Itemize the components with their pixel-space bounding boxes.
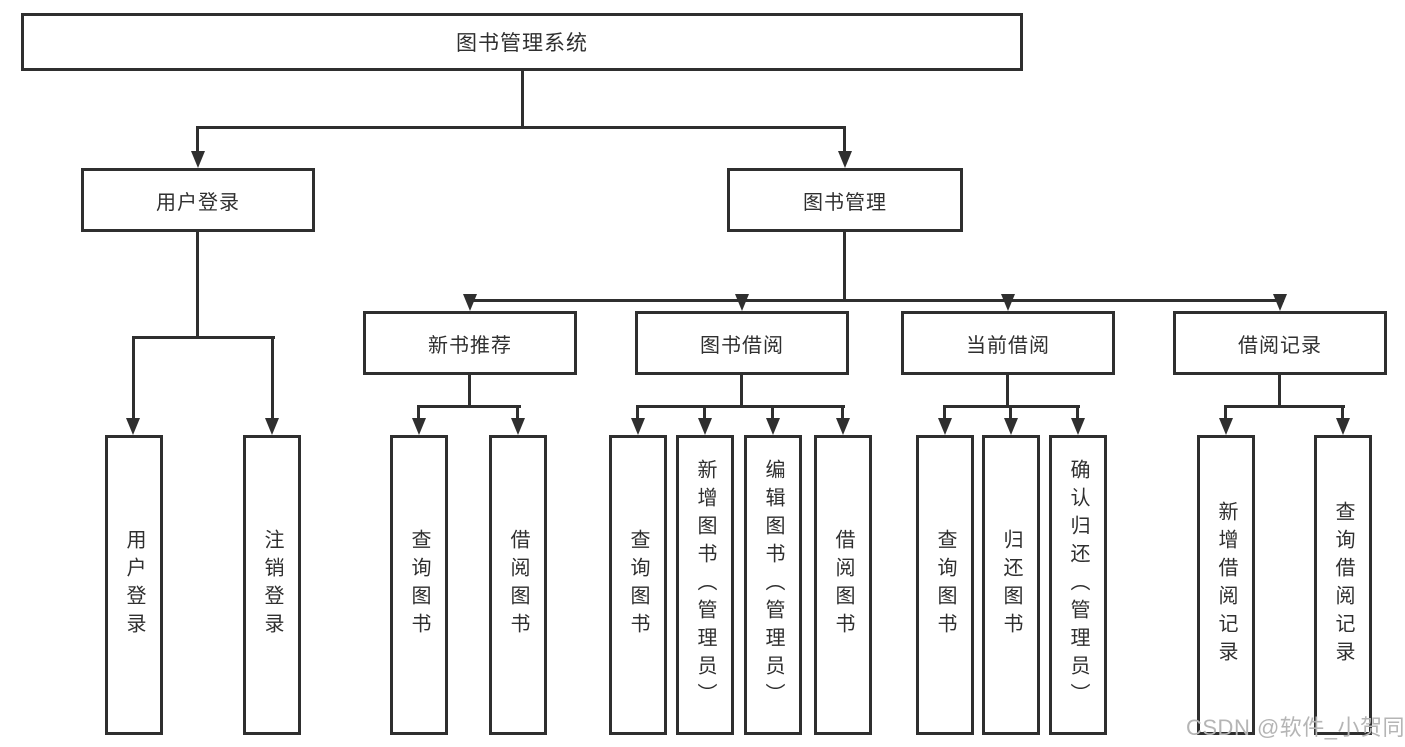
node-edit-book-admin: 编辑图书（管理员） [744,435,802,735]
arrowhead-confirm [1071,418,1085,435]
node-query-borrow-record-label: 查询借阅记录 [1332,501,1354,669]
arrowhead-add-record [1219,418,1233,435]
edge-stub-borrow-bor [841,405,844,421]
node-borrowing-records-label: 借阅记录 [1238,334,1322,357]
edge-branch-logout [271,336,274,421]
arrowhead-return [1004,418,1018,435]
edge-stub-query-rec [417,405,420,421]
edge-stub-add-book [703,405,706,421]
edge-stub-return [1009,405,1012,421]
edge-user-login-drop [196,232,199,339]
edge-root-drop [521,71,524,129]
node-borrow-books-borrowing: 借阅图书 [814,435,872,735]
node-logout-label: 注销登录 [261,529,283,641]
node-add-borrow-record: 新增借阅记录 [1197,435,1255,735]
edge-branch-user-login [196,126,199,153]
node-add-book-admin-label: 新增图书（管理员） [694,459,716,711]
node-login: 用户登录 [105,435,163,735]
edge-records-hbar [1224,405,1345,408]
node-login-label: 用户登录 [123,529,145,641]
arrowhead-records [1273,294,1287,311]
edge-stub-confirm [1076,405,1079,421]
node-logout: 注销登录 [243,435,301,735]
node-query-books-recommend: 查询图书 [390,435,448,735]
edge-stub-query-cur [943,405,946,421]
arrowhead-query-record [1336,418,1350,435]
node-edit-book-admin-label: 编辑图书（管理员） [762,459,784,711]
arrowhead-query-bor [631,418,645,435]
edge-borrowing-hbar [636,405,845,408]
edge-level1-hbar [196,126,846,129]
edge-new-rec-hbar [417,405,521,408]
node-new-book-recommend: 新书推荐 [363,311,577,375]
edge-level3-hbar [468,299,1284,302]
node-book-borrowing-label: 图书借阅 [700,334,784,357]
node-query-books-current: 查询图书 [916,435,974,735]
arrowhead-logout [265,418,279,435]
node-borrow-books-borrowing-label: 借阅图书 [832,529,854,641]
arrowhead-query-rec [412,418,426,435]
edge-user-login-hbar [132,336,275,339]
node-return-books: 归还图书 [982,435,1040,735]
node-current-borrowing-label: 当前借阅 [966,334,1050,357]
edge-stub-edit-book [771,405,774,421]
edge-stub-query-record [1341,405,1344,421]
arrowhead-current [1001,294,1015,311]
node-add-book-admin: 新增图书（管理员） [676,435,734,735]
edge-stub-query-bor [636,405,639,421]
node-query-borrow-record: 查询借阅记录 [1314,435,1372,735]
edge-stub-borrow-rec [516,405,519,421]
node-query-books-borrowing: 查询图书 [609,435,667,735]
arrowhead-login [126,418,140,435]
node-book-management-label: 图书管理 [803,191,887,214]
arrowhead-new-rec [463,294,477,311]
node-confirm-return-admin: 确认归还（管理员） [1049,435,1107,735]
node-borrow-books-recommend: 借阅图书 [489,435,547,735]
edge-records-drop [1278,375,1281,408]
arrowhead-borrow-rec [511,418,525,435]
arrowhead-book-mgmt [838,151,852,168]
node-confirm-return-admin-label: 确认归还（管理员） [1067,459,1089,711]
arrowhead-borrow-bor [836,418,850,435]
edge-book-mgmt-drop [843,232,846,302]
node-user-login: 用户登录 [81,168,315,232]
node-query-books-current-label: 查询图书 [934,529,956,641]
node-borrowing-records: 借阅记录 [1173,311,1387,375]
edge-borrowing-drop [740,375,743,408]
edge-current-drop [1006,375,1009,408]
node-query-books-borrowing-label: 查询图书 [627,529,649,641]
node-add-borrow-record-label: 新增借阅记录 [1215,501,1237,669]
arrowhead-query-cur [938,418,952,435]
node-return-books-label: 归还图书 [1000,529,1022,641]
node-current-borrowing: 当前借阅 [901,311,1115,375]
arrowhead-borrowing [735,294,749,311]
edge-new-rec-drop [468,375,471,408]
node-new-book-recommend-label: 新书推荐 [428,334,512,357]
arrowhead-edit-book [766,418,780,435]
edge-branch-login [132,336,135,421]
node-book-borrowing: 图书借阅 [635,311,849,375]
edge-branch-book-mgmt [843,126,846,153]
node-query-books-recommend-label: 查询图书 [408,529,430,641]
watermark: CSDN @软件_小贺同学 [1186,715,1405,740]
node-library-system: 图书管理系统 [21,13,1023,71]
node-borrow-books-recommend-label: 借阅图书 [507,529,529,641]
arrowhead-add-book [698,418,712,435]
arrowhead-user-login [191,151,205,168]
edge-stub-add-record [1224,405,1227,421]
node-book-management: 图书管理 [727,168,963,232]
node-user-login-label: 用户登录 [156,191,240,214]
node-library-system-label: 图书管理系统 [456,32,588,55]
